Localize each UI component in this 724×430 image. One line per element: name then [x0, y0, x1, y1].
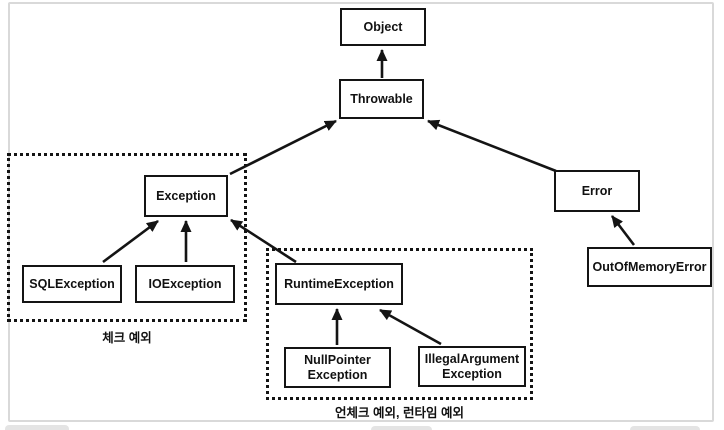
node-throwable: Throwable: [339, 79, 424, 119]
node-sqlexception: SQLException: [22, 265, 122, 303]
node-runtimeexception-label: RuntimeException: [284, 276, 394, 291]
unchecked-exception-group-outline: [266, 248, 533, 400]
node-outofmemoryerror-label: OutOfMemoryError: [592, 259, 707, 274]
node-error: Error: [554, 170, 640, 212]
node-outofmemoryerror: OutOfMemoryError: [587, 247, 712, 287]
node-ioexception: IOException: [135, 265, 235, 303]
bottom-cutoff-element-right: [630, 426, 700, 430]
node-nullpointerexception-line1: NullPointer: [304, 352, 371, 367]
node-nullpointerexception: NullPointer Exception: [284, 347, 391, 388]
node-illegalargumentexception: IllegalArgument Exception: [418, 346, 526, 387]
node-runtimeexception: RuntimeException: [275, 263, 403, 305]
node-throwable-label: Throwable: [350, 91, 413, 106]
checked-exception-group-outline: [7, 153, 247, 322]
node-illegalargumentexception-line1: IllegalArgument: [424, 351, 520, 366]
node-object: Object: [340, 8, 426, 46]
node-sqlexception-label: SQLException: [29, 276, 115, 291]
checked-exception-group-label: 체크 예외: [102, 331, 152, 345]
node-exception: Exception: [144, 175, 228, 217]
node-nullpointerexception-line2: Exception: [307, 367, 368, 382]
bottom-cutoff-element-left: [5, 425, 69, 430]
node-object-label: Object: [363, 19, 403, 34]
node-illegalargumentexception-line2: Exception: [442, 366, 502, 381]
node-ioexception-label: IOException: [148, 276, 222, 291]
unchecked-exception-group-label: 언체크 예외, 런타임 예외: [335, 406, 464, 420]
node-exception-label: Exception: [156, 188, 216, 203]
node-error-label: Error: [581, 183, 613, 198]
bottom-cutoff-element-middle: [371, 426, 432, 430]
